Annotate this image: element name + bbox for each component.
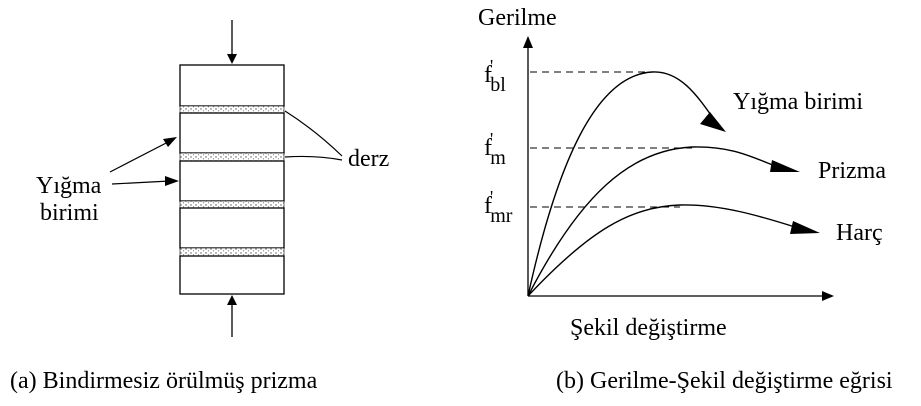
caption-b: (b) Gerilme-Şekil değiştirme eğrisi <box>556 368 893 394</box>
curve-masonry-unit-arrowhead <box>700 112 726 132</box>
level-label-fbl: f'bl <box>484 56 506 96</box>
unit-pointer-upper <box>109 139 173 173</box>
mortar-joint-3 <box>179 200 285 209</box>
unit-pointer-upper-head <box>163 137 177 147</box>
curve-prism-arrowhead <box>770 160 800 172</box>
curve-label-prism: Prizma <box>818 158 886 184</box>
joint-leader-lower <box>284 155 343 161</box>
curve-label-mortar: Harç <box>836 220 883 246</box>
masonry-unit-4 <box>179 207 285 249</box>
x-axis-arrowhead <box>822 291 834 301</box>
masonry-unit-2 <box>179 112 285 154</box>
y-axis-arrowhead <box>523 36 533 48</box>
unit-pointer-lower-head <box>165 176 179 186</box>
y-axis-label: Gerilme <box>478 5 557 31</box>
joint-label: derz <box>348 146 389 172</box>
mortar-joint-4 <box>179 247 285 257</box>
masonry-unit-callout: Yığma birimi <box>36 137 179 226</box>
curve-label-masonry-unit: Yığma birimi <box>733 89 863 115</box>
curve-mortar-arrowhead <box>790 221 820 234</box>
x-axis-label: Şekil değiştirme <box>570 315 727 341</box>
joint-callout: derz <box>284 110 389 172</box>
bottom-load-arrowhead <box>227 295 237 305</box>
curve-mortar <box>527 204 796 297</box>
top-load-arrowhead <box>227 54 237 64</box>
caption-a: (a) Bindirmesiz örülmüş prizma <box>10 368 318 394</box>
masonry-prism <box>179 20 285 337</box>
unit-pointer-lower <box>111 180 171 185</box>
stress-strain-diagram: Gerilme Şekil değiştirme f'bl f'm f'mr Y… <box>478 5 886 341</box>
curve-prism <box>527 146 776 297</box>
mortar-joint-2 <box>179 152 285 162</box>
masonry-unit-5 <box>179 255 285 295</box>
mortar-joint-1 <box>179 105 285 114</box>
masonry-unit-3 <box>179 160 285 202</box>
unit-label-line1: Yığma <box>36 173 102 199</box>
masonry-unit-1 <box>179 64 285 107</box>
level-label-fmr: f'mr <box>484 187 513 227</box>
curve-masonry-unit <box>527 71 719 297</box>
unit-label-line2: birimi <box>40 200 99 226</box>
joint-leader-upper <box>284 110 343 157</box>
level-label-fm: f'm <box>484 129 506 169</box>
